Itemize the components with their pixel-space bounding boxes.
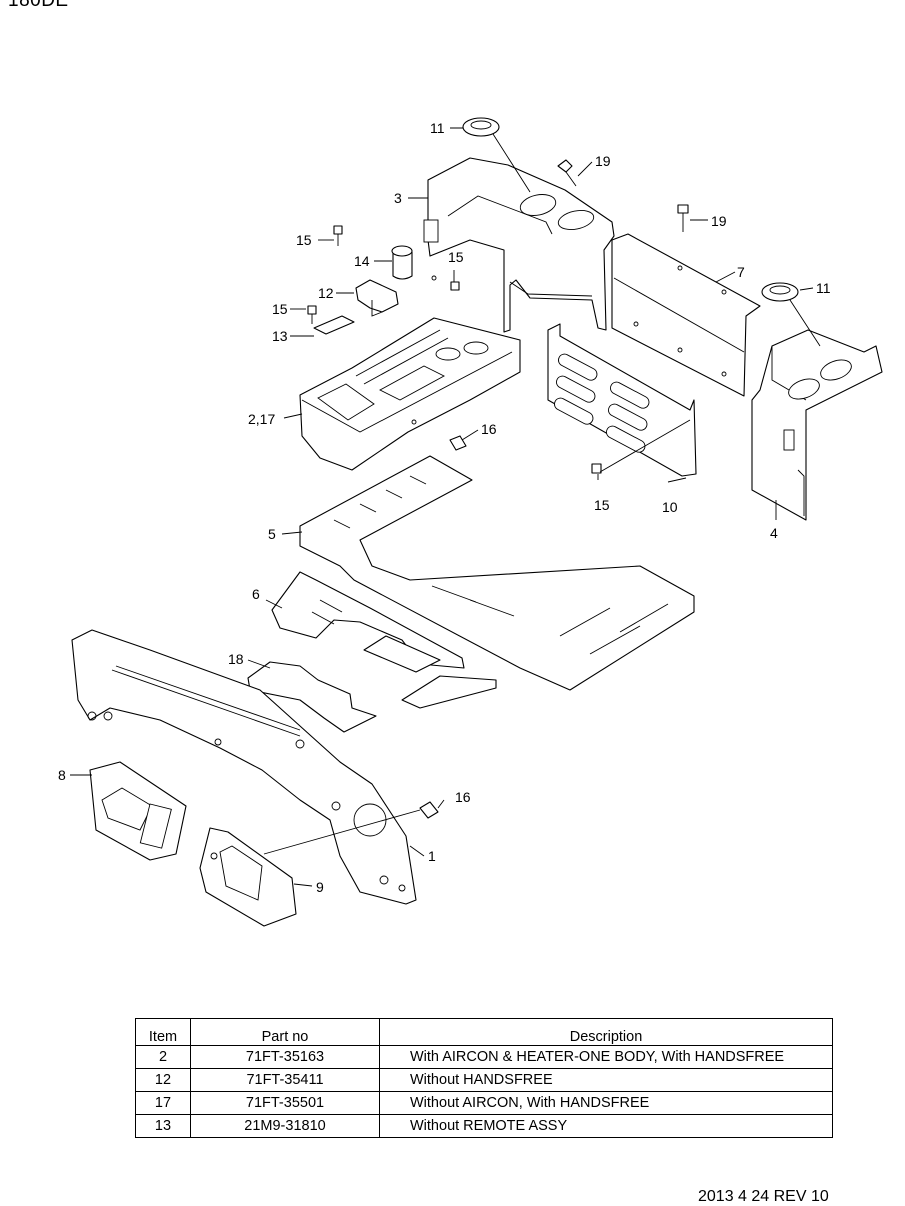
part-8-vent-module bbox=[89, 761, 187, 861]
callout-15-b: 15 bbox=[448, 249, 464, 265]
row-part-no: 71FT-35501 bbox=[190, 1091, 380, 1115]
footer-revision-date: 2013 4 24 REV 10 bbox=[698, 1188, 829, 1205]
leader-lines bbox=[70, 127, 821, 887]
part-12-holder bbox=[355, 279, 399, 317]
callout-15-d: 15 bbox=[594, 497, 610, 513]
row-item: 17 bbox=[135, 1091, 191, 1115]
part-5-floor-mat bbox=[299, 455, 695, 691]
row-item: 13 bbox=[135, 1114, 191, 1138]
row-description: With AIRCON & HEATER-ONE BODY, With HAND… bbox=[379, 1045, 833, 1069]
callout-labels: 11 19 3 19 7 11 15 15 14 12 15 13 2,17 1… bbox=[58, 120, 831, 895]
callout-2-17: 2,17 bbox=[248, 411, 275, 427]
row-item: 2 bbox=[135, 1045, 191, 1069]
callout-10: 10 bbox=[662, 499, 678, 515]
part-15-bolt-c bbox=[307, 305, 317, 324]
callout-3: 3 bbox=[394, 190, 402, 206]
header-part-no: Part no bbox=[190, 1018, 380, 1046]
part-16-bolt-upper bbox=[449, 435, 467, 451]
callout-19-upper: 19 bbox=[595, 153, 611, 169]
callout-6: 6 bbox=[252, 586, 260, 602]
callout-19-right: 19 bbox=[711, 213, 727, 229]
row-description: Without AIRCON, With HANDSFREE bbox=[379, 1091, 833, 1115]
callout-15-c: 15 bbox=[272, 301, 288, 317]
row-item: 12 bbox=[135, 1068, 191, 1092]
callout-5: 5 bbox=[268, 526, 276, 542]
part-2-17-console-body bbox=[299, 317, 521, 471]
callout-1: 1 bbox=[428, 848, 436, 864]
row-part-no: 71FT-35411 bbox=[190, 1068, 380, 1092]
table-row: 13 21M9-31810 Without REMOTE ASSY bbox=[135, 1114, 833, 1138]
callout-16-upper: 16 bbox=[481, 421, 497, 437]
callout-11-right: 11 bbox=[816, 280, 831, 296]
part-11-grommet-right bbox=[761, 282, 799, 302]
callout-15-a: 15 bbox=[296, 232, 312, 248]
header-description: Description bbox=[379, 1018, 833, 1046]
row-description: Without REMOTE ASSY bbox=[379, 1114, 833, 1138]
callout-13: 13 bbox=[272, 328, 288, 344]
parts-table: Item Part no Description 2 71FT-35163 Wi… bbox=[135, 1018, 833, 1138]
part-19-bolt-right bbox=[677, 204, 689, 232]
part-16-bolt-lower bbox=[419, 801, 439, 819]
exploded-parts-diagram: 11 19 3 19 7 11 15 15 14 12 15 13 2,17 1… bbox=[58, 117, 883, 927]
row-description: Without HANDSFREE bbox=[379, 1068, 833, 1092]
part-6-front-plate bbox=[271, 571, 497, 709]
callout-14: 14 bbox=[354, 253, 370, 269]
part-7-panel-board bbox=[611, 233, 761, 397]
table-row: 12 71FT-35411 Without HANDSFREE bbox=[135, 1068, 833, 1092]
table-header-row: Item Part no Description bbox=[135, 1018, 833, 1046]
callout-9: 9 bbox=[316, 879, 324, 895]
callout-7: 7 bbox=[737, 264, 745, 280]
part-3-rear-panel bbox=[423, 157, 615, 333]
part-1-dash-cowl bbox=[71, 629, 417, 905]
row-part-no: 21M9-31810 bbox=[190, 1114, 380, 1138]
table-row: 17 71FT-35501 Without AIRCON, With HANDS… bbox=[135, 1091, 833, 1115]
part-13-plate bbox=[313, 315, 355, 335]
part-14-cup bbox=[391, 245, 413, 280]
part-4-side-panel bbox=[751, 329, 883, 521]
callout-4: 4 bbox=[770, 525, 778, 541]
part-15-bolt-a bbox=[333, 225, 343, 246]
row-part-no: 71FT-35163 bbox=[190, 1045, 380, 1069]
part-11-grommet-upper bbox=[462, 117, 500, 137]
part-18-mat-piece bbox=[247, 661, 377, 733]
header-code: 180DE bbox=[8, 0, 69, 11]
table-row: 2 71FT-35163 With AIRCON & HEATER-ONE BO… bbox=[135, 1045, 833, 1069]
callout-18: 18 bbox=[228, 651, 244, 667]
header-item: Item bbox=[135, 1018, 191, 1046]
part-15-bolt-b bbox=[450, 281, 460, 291]
part-19-bolt-upper bbox=[557, 159, 577, 187]
callout-12: 12 bbox=[318, 285, 334, 301]
callout-8: 8 bbox=[58, 767, 66, 783]
part-9-vent-module bbox=[199, 827, 297, 927]
callout-16-lower: 16 bbox=[455, 789, 471, 805]
callout-11-upper: 11 bbox=[430, 120, 445, 136]
part-15-bolt-d bbox=[591, 463, 602, 474]
